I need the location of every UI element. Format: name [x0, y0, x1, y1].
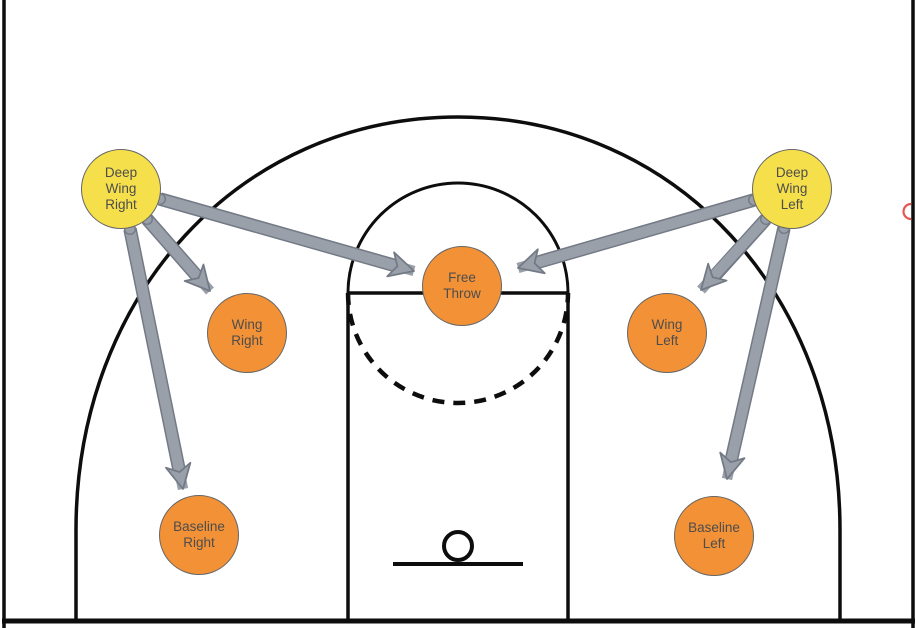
node-deep-wing-left[interactable]: Deep Wing Left [752, 149, 832, 229]
arrow-deep-wing-left-to-free-throw[interactable] [516, 194, 756, 275]
free-throw-circle-dashed-half [345, 292, 571, 406]
arrow-deep-wing-left-to-baseline-left[interactable] [719, 226, 790, 481]
node-baseline-left[interactable]: Baseline Left [674, 496, 754, 576]
rim [442, 530, 474, 562]
node-wing-left[interactable]: Wing Left [627, 293, 707, 373]
node-deep-wing-right[interactable]: Deep Wing Right [81, 149, 161, 229]
arrow-deep-wing-left-to-wing-left[interactable] [697, 215, 770, 294]
node-baseline-right[interactable]: Baseline Right [159, 495, 239, 575]
node-label: Wing Left [651, 317, 683, 348]
three-point-line [74, 115, 842, 621]
arrow-deep-wing-right-to-baseline-right[interactable] [124, 227, 192, 491]
node-label: Deep Wing Left [775, 165, 809, 212]
node-label: Deep Wing Right [104, 165, 138, 212]
arrow-deep-wing-right-to-free-throw[interactable] [158, 193, 416, 278]
movement-arrows [123, 192, 791, 491]
node-label: Baseline Right [173, 519, 225, 550]
node-free-throw[interactable]: Free Throw [422, 246, 502, 326]
node-label: Wing Right [231, 317, 263, 348]
free-throw-circle-solid-half [346, 181, 570, 294]
node-label: Free Throw [443, 270, 481, 301]
node-label: Baseline Left [688, 520, 740, 551]
arrow-deep-wing-right-to-wing-right[interactable] [143, 215, 214, 295]
node-wing-right[interactable]: Wing Right [207, 293, 287, 373]
connection-point-arc[interactable] [902, 202, 912, 221]
